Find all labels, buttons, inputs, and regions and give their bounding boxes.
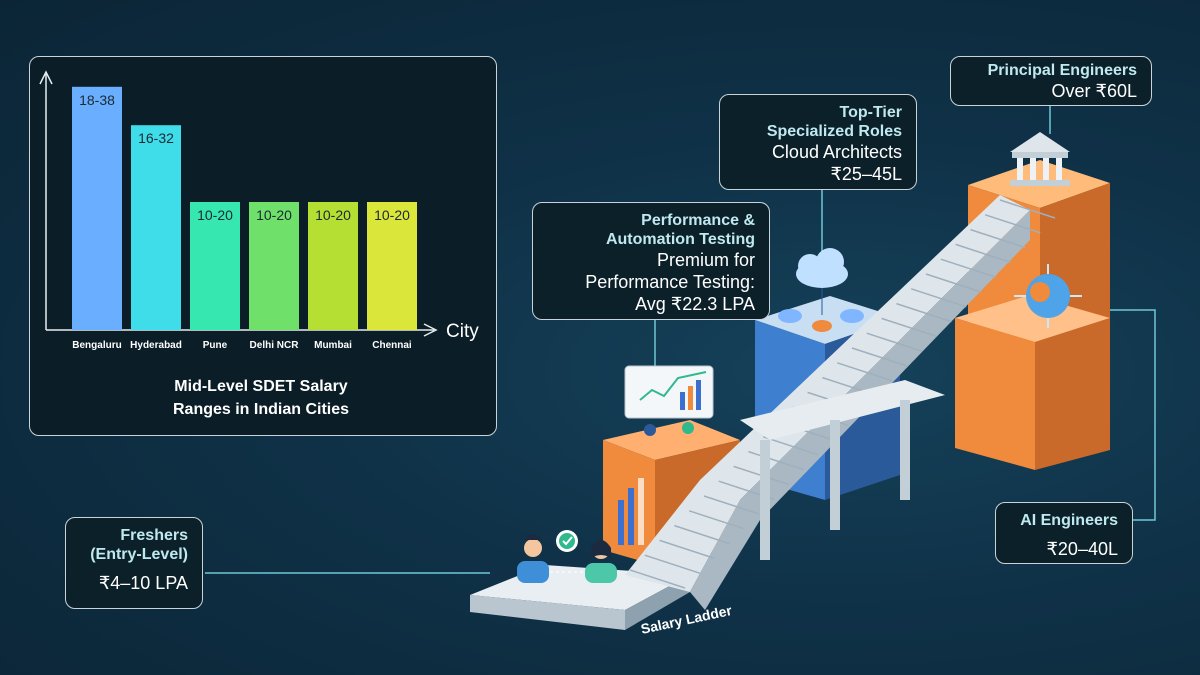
- ai-brain-icon: [1014, 264, 1082, 328]
- principal-salary: Over ₹60L: [1051, 81, 1138, 101]
- principal-title: Principal Engineers: [987, 62, 1137, 79]
- bar-delhi-ncr: [249, 202, 299, 330]
- ai-title: AI Engineers: [1020, 512, 1118, 529]
- bar-value-label: 16-32: [138, 130, 174, 146]
- chart-title-line2: Ranges in Indian Cities: [173, 401, 349, 418]
- stair-step: [984, 214, 1041, 234]
- stair-step: [866, 332, 923, 352]
- x-tick-label: Delhi NCR: [250, 340, 300, 351]
- bar-value-label: 10-20: [374, 207, 410, 223]
- connector-ai: [1085, 309, 1156, 521]
- performance-body-line3: Avg ₹22.3 LPA: [635, 294, 755, 314]
- stair-step: [851, 347, 908, 367]
- x-tick-label: Bengaluru: [72, 340, 121, 351]
- stair-step: [999, 199, 1056, 219]
- freshers-title-line2: (Entry-Level): [90, 546, 188, 563]
- x-tick-label: Mumbai: [314, 340, 352, 351]
- bar-mumbai: [308, 202, 358, 330]
- freshers-salary: ₹4–10 LPA: [98, 573, 188, 593]
- stair-step: [955, 243, 1011, 264]
- stair-step: [940, 258, 997, 278]
- x-axis-label: City: [446, 321, 479, 342]
- performance-title-line1: Performance &: [641, 212, 755, 229]
- stair-step: [703, 495, 760, 515]
- stair-step: [896, 302, 952, 323]
- stair-step: [674, 524, 730, 545]
- cloud-icon: [778, 248, 864, 332]
- freshers-label: Freshers (Entry-Level) ₹4–10 LPA: [65, 517, 203, 609]
- chart-title-line1: Mid-Level SDET Salary: [174, 378, 347, 395]
- analytics-dashboard-icon: [624, 365, 714, 436]
- principal-label: Principal Engineers Over ₹60L: [950, 56, 1152, 106]
- stair-step: [644, 554, 701, 574]
- check-badge-icon: [556, 530, 578, 552]
- x-tick-label: Hyderabad: [130, 340, 182, 351]
- top-tier-body-line2: ₹25–45L: [830, 164, 902, 184]
- stair-step: [688, 510, 745, 530]
- ai-label: AI Engineers ₹20–40L: [995, 502, 1133, 564]
- bar-value-label: 10-20: [197, 207, 233, 223]
- freshers-title-line1: Freshers: [120, 527, 188, 544]
- stair-step: [925, 273, 982, 293]
- performance-body-line1: Premium for: [656, 250, 755, 270]
- bar-bengaluru: [72, 86, 122, 330]
- performance-label: Performance & Automation Testing Premium…: [532, 202, 770, 320]
- stair-step: [836, 362, 893, 382]
- staircase: [625, 195, 1056, 610]
- top-tier-label: Top-Tier Specialized Roles Cloud Archite…: [719, 94, 917, 190]
- ai-block: [955, 295, 1110, 470]
- top-tier-body-line1: Cloud Architects: [771, 142, 902, 162]
- people-icon: [517, 534, 617, 583]
- performance-body-line2: Performance Testing:: [585, 272, 755, 292]
- x-tick-label: Chennai: [372, 340, 412, 351]
- stair-step: [629, 569, 686, 589]
- bar-value-label: 10-20: [315, 207, 351, 223]
- stair-step: [970, 228, 1026, 249]
- ai-salary: ₹20–40L: [1046, 539, 1118, 559]
- top-tier-title-line1: Top-Tier: [839, 104, 902, 121]
- x-tick-label: Pune: [203, 340, 228, 351]
- stair-step: [910, 288, 967, 308]
- bar-chennai: [367, 202, 417, 330]
- bar-pune: [190, 202, 240, 330]
- stair-step: [881, 317, 937, 338]
- bar-value-label: 10-20: [256, 207, 292, 223]
- performance-title-line2: Automation Testing: [605, 231, 755, 248]
- bar-value-label: 18-38: [79, 92, 115, 108]
- stair-step: [748, 450, 804, 471]
- bar-hyderabad: [131, 125, 181, 330]
- stair-step: [659, 539, 715, 560]
- top-tier-title-line2: Specialized Roles: [766, 123, 902, 140]
- institution-icon: [1010, 132, 1070, 186]
- stair-step: [762, 436, 819, 456]
